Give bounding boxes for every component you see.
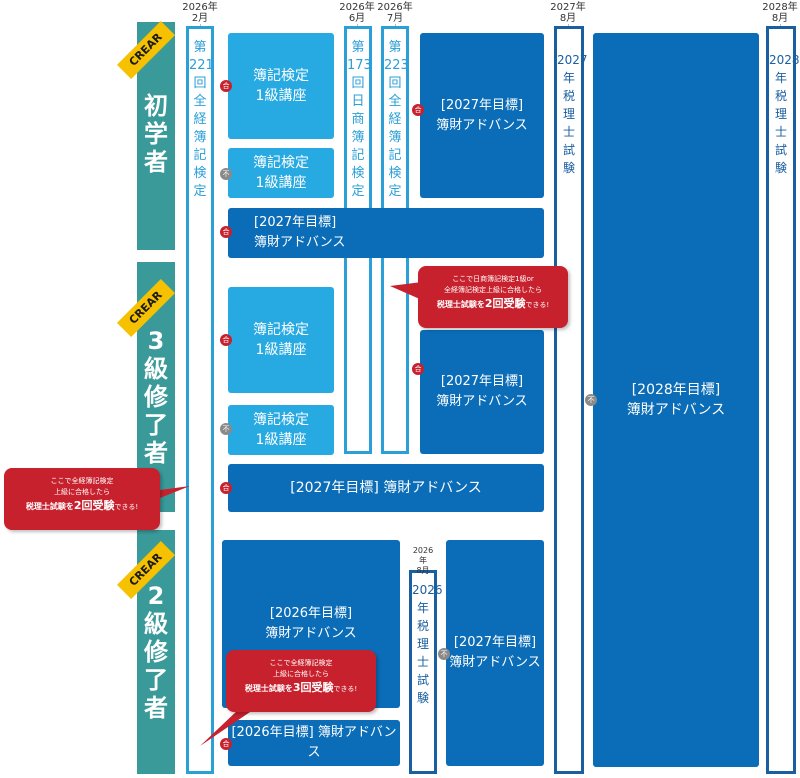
pass-icon: 合 <box>412 104 424 116</box>
fail-icon: 不 <box>220 423 232 435</box>
callout-zenkei-upper: ここで全経簿記検定 上級に合格したら 税理士試験を2回受験できる! <box>4 468 160 530</box>
course-advance-2027: [2027年目標]簿財アドバンス <box>420 33 544 198</box>
course-advance-2027: [2027年目標]簿財アドバンス <box>446 540 544 766</box>
pass-icon: 合 <box>412 363 424 375</box>
course-advance-2028: [2028年目標]簿財アドバンス <box>593 33 759 767</box>
course-advance-2027: [2027年目標] 簿財アドバンス <box>228 464 544 512</box>
pass-icon: 合 <box>220 482 232 494</box>
pass-icon: 合 <box>220 334 232 346</box>
course-advance-2027: [2027年目標]簿財アドバンス <box>228 208 544 258</box>
pass-icon: 合 <box>220 226 232 238</box>
course-advance-2026: [2026年目標] 簿財アドバンス <box>228 720 400 766</box>
fail-icon: 不 <box>220 168 232 180</box>
fail-icon: 不 <box>585 394 597 406</box>
fail-icon: 不 <box>438 648 450 660</box>
callout-nissho-level1: ここで日商簿記検定1級or 全経簿記検定上級に合格したら 税理士試験を2回受験で… <box>418 266 568 328</box>
pass-icon: 合 <box>220 738 232 750</box>
callout-zenkei-upper-3: ここで全経簿記検定 上級に合格したら 税理士試験を3回受験できる! <box>226 650 376 712</box>
track-beginner: 初学者 <box>137 22 175 250</box>
course-advance-2027: [2027年目標]簿財アドバンス <box>420 330 544 454</box>
pass-icon: 合 <box>220 80 232 92</box>
